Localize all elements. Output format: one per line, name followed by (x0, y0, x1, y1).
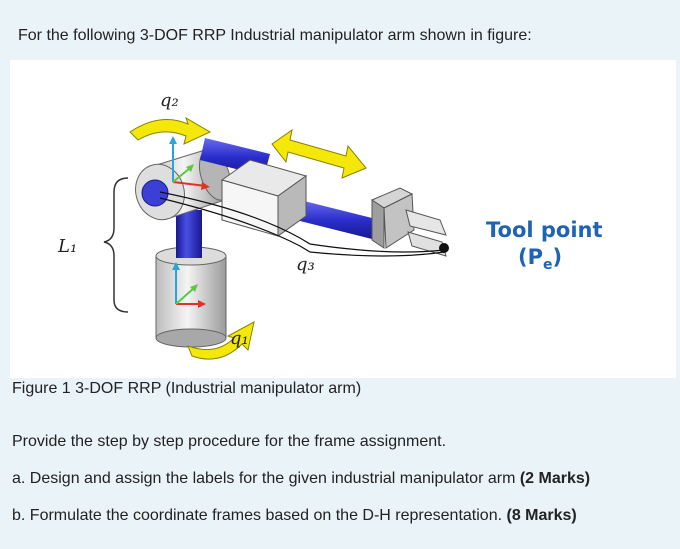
question-a-text: a. Design and assign the labels for the … (12, 470, 520, 487)
question-b: b. Formulate the coordinate frames based… (12, 507, 577, 525)
cable (159, 191, 445, 257)
question-b-text: b. Formulate the coordinate frames based… (12, 507, 507, 524)
shoulder-frame-axes (169, 136, 210, 190)
gripper (370, 187, 449, 257)
instruction-text: Provide the step by step procedure for t… (12, 433, 447, 450)
base-frame-axes (172, 262, 206, 308)
label-q1: q₁ (230, 328, 249, 349)
prismatic-rod (296, 200, 380, 240)
slider-box (220, 159, 308, 237)
intro-text: For the following 3-DOF RRP Industrial m… (18, 27, 532, 44)
l1-brace (103, 177, 129, 313)
q2-rotation-arrow (129, 116, 212, 145)
figure-caption: Figure 1 3-DOF RRP (Industrial manipulat… (12, 380, 362, 397)
vertical-link (176, 210, 202, 258)
manipulator-illustration: L₁ (57, 90, 603, 360)
base-cylinder (155, 246, 227, 348)
figure-panel: L₁ (10, 60, 676, 378)
q3-prismatic-arrow (271, 128, 367, 179)
label-l1: L₁ (57, 236, 77, 257)
tool-point-symbol: (Pe) (518, 245, 562, 273)
question-a: a. Design and assign the labels for the … (12, 470, 590, 488)
label-q2: q₂ (160, 90, 179, 111)
question-a-marks: (2 Marks) (519, 470, 591, 487)
label-q3: q₃ (296, 254, 315, 275)
q1-rotation-arrow (187, 321, 255, 360)
tool-point-label: Tool point (486, 218, 603, 242)
question-b-marks: (8 Marks) (506, 507, 577, 524)
